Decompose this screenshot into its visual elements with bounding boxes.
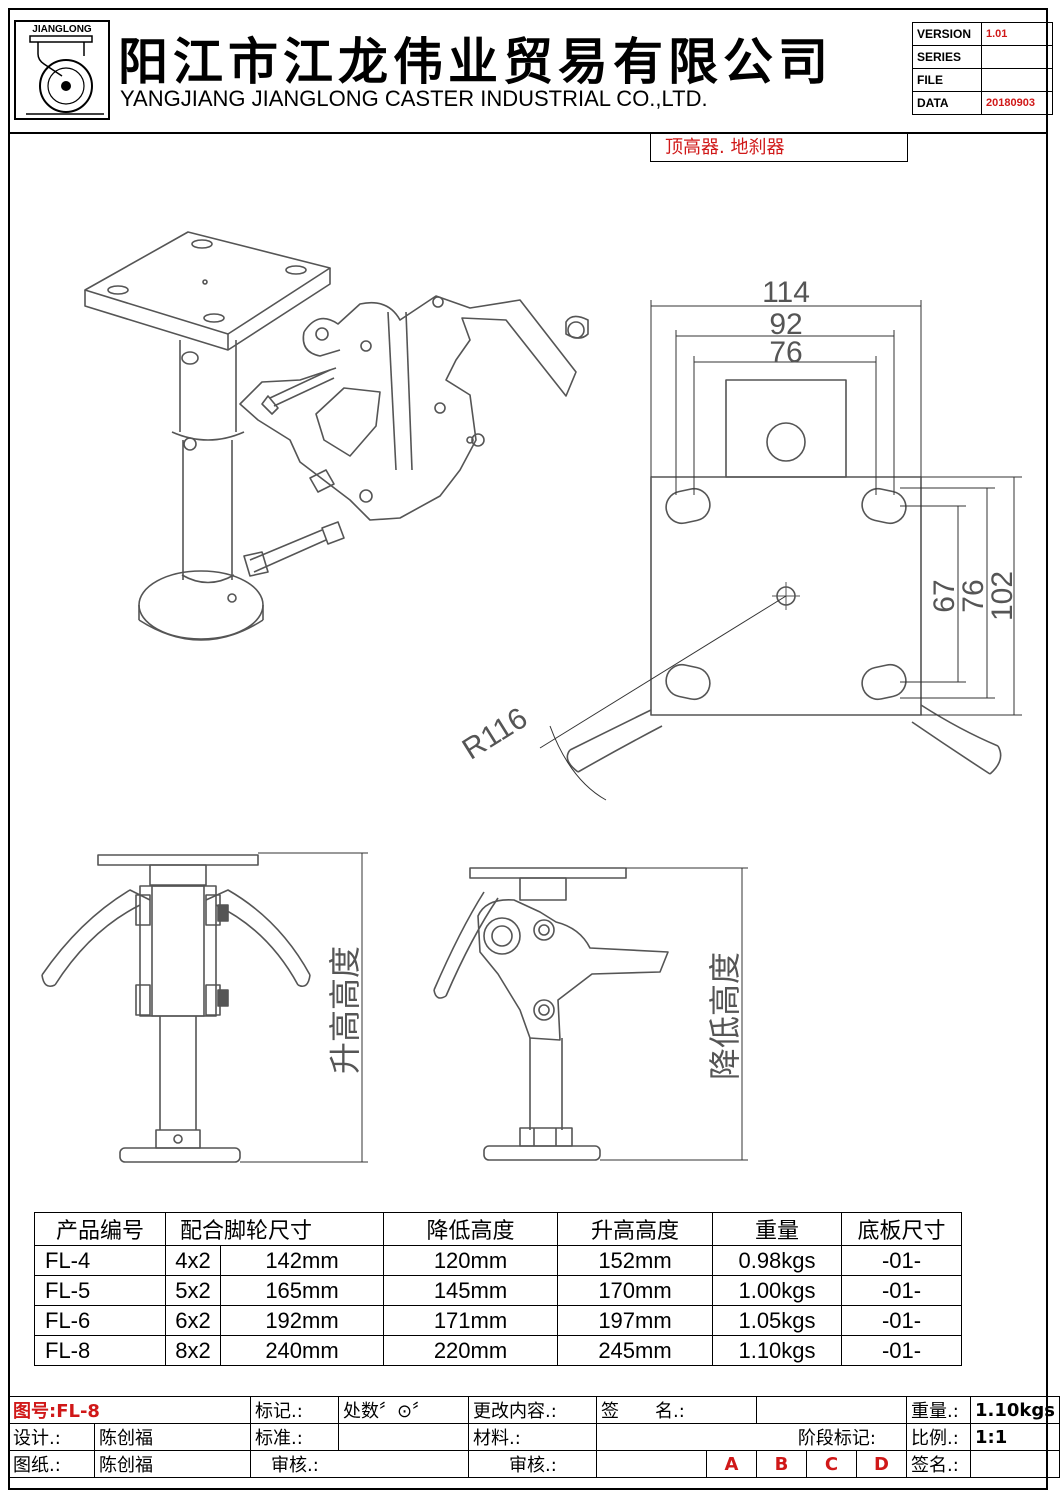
data-key: DATA	[912, 91, 982, 115]
dim-76: 76	[769, 336, 802, 369]
technical-drawing: 114 92 76 67 76 102 R116 升高高度 降低高度	[41, 231, 1022, 1163]
dim-102: 102	[986, 571, 1019, 621]
designer-name: 陈创福	[94, 1423, 251, 1451]
side-elevation	[433, 867, 748, 1161]
count-label: 处数〞⊙〞	[338, 1396, 469, 1424]
stage-d: D	[856, 1450, 907, 1478]
cell-weight: 0.98kgs	[712, 1245, 842, 1276]
drawing-number: 图号:FL-8	[8, 1396, 251, 1424]
cell-wheel: 240mm	[220, 1335, 384, 1366]
cell-lower: 120mm	[383, 1245, 558, 1276]
top-view	[539, 300, 1022, 801]
cell-size: 8x2	[165, 1335, 221, 1366]
sign-value	[756, 1396, 907, 1424]
cell-model: FL-8	[34, 1335, 166, 1366]
front-elevation	[41, 852, 368, 1163]
stage-b: B	[756, 1450, 807, 1478]
material-label: 材料.:	[468, 1423, 597, 1451]
title-block-row-3: 图纸.: 陈创福 审核.: 审核.: A B C D 签名.:	[8, 1450, 1060, 1478]
cell-lower: 171mm	[383, 1305, 558, 1336]
cell-wheel: 192mm	[220, 1305, 384, 1336]
cell-wheel: 142mm	[220, 1245, 384, 1276]
dim-76-vertical: 76	[957, 579, 990, 612]
cell-raise: 152mm	[557, 1245, 713, 1276]
sign-label: 签 名.:	[596, 1396, 757, 1424]
table-row: FL-5 5x2 165mm 145mm 170mm 1.00kgs -01-	[34, 1275, 962, 1306]
cell-size: 5x2	[165, 1275, 221, 1306]
isometric-stem-assembly	[84, 231, 331, 641]
review-value	[596, 1450, 707, 1478]
header-wheel-size: 配合脚轮尺寸	[165, 1212, 384, 1246]
stage-a: A	[706, 1450, 757, 1478]
cell-lower: 220mm	[383, 1335, 558, 1366]
header-divider	[8, 132, 1048, 134]
lower-height-label: 降低高度	[706, 952, 744, 1080]
table-row: FL-4 4x2 142mm 120mm 152mm 0.98kgs -01-	[34, 1245, 962, 1276]
header-weight: 重量	[712, 1212, 842, 1246]
drawing-frame	[8, 8, 1048, 1490]
isometric-lever-parts	[239, 295, 589, 577]
stage-label: 阶段标记:	[596, 1423, 907, 1451]
weight-value: 1.10kgs	[970, 1396, 1060, 1424]
cell-weight: 1.10kgs	[712, 1335, 842, 1366]
header-lower: 降低高度	[383, 1212, 558, 1246]
cell-plate: -01-	[841, 1275, 962, 1306]
spec-header-row: 产品编号 配合脚轮尺寸 降低高度 升高高度 重量 底板尺寸	[34, 1212, 962, 1246]
drafter-name: 陈创福	[94, 1450, 251, 1478]
dim-radius: R116	[457, 702, 533, 767]
data-value: 20180903	[981, 91, 1053, 115]
design-label: 设计.:	[8, 1423, 95, 1451]
cell-plate: -01-	[841, 1245, 962, 1276]
version-key: VERSION	[912, 22, 982, 46]
logo-text: JIANGLONG	[32, 24, 92, 35]
cell-weight: 1.00kgs	[712, 1275, 842, 1306]
stage-c: C	[806, 1450, 857, 1478]
weight-label: 重量.:	[906, 1396, 971, 1424]
cell-wheel: 165mm	[220, 1275, 384, 1306]
company-name-en: YANGJIANG JIANGLONG CASTER INDUSTRIAL CO…	[120, 86, 708, 111]
mark-label: 标记.:	[250, 1396, 339, 1424]
table-row: FL-8 8x2 240mm 220mm 245mm 1.10kgs -01-	[34, 1335, 962, 1366]
header-model: 产品编号	[34, 1212, 166, 1246]
company-name-cn: 阳江市江龙伟业贸易有限公司	[118, 32, 833, 91]
change-label: 更改内容.:	[468, 1396, 597, 1424]
cell-size: 6x2	[165, 1305, 221, 1336]
company-logo: JIANGLONG	[14, 20, 110, 120]
cell-plate: -01-	[841, 1305, 962, 1336]
cell-model: FL-6	[34, 1305, 166, 1336]
spec-table: 产品编号 配合脚轮尺寸 降低高度 升高高度 重量 底板尺寸 FL-4 4x2 1…	[34, 1212, 962, 1366]
scale-label: 比例.:	[906, 1423, 971, 1451]
table-row: FL-6 6x2 192mm 171mm 197mm 1.05kgs -01-	[34, 1305, 962, 1336]
drawing-label: 图纸.:	[8, 1450, 95, 1478]
standard-value	[338, 1423, 469, 1451]
cell-size: 4x2	[165, 1245, 221, 1276]
title-block-row-2: 设计.: 陈创福 标准.: 材料.: 阶段标记: 比例.: 1:1	[8, 1423, 1060, 1451]
cell-raise: 197mm	[557, 1305, 713, 1336]
sign2-label: 签名.:	[906, 1450, 971, 1478]
standard-label: 标准.:	[250, 1423, 339, 1451]
caster-logo-icon	[26, 35, 104, 115]
raise-height-label: 升高高度	[326, 946, 364, 1074]
cell-lower: 145mm	[383, 1275, 558, 1306]
dim-92: 92	[769, 308, 802, 341]
cell-plate: -01-	[841, 1335, 962, 1366]
review-label-1: 审核.:	[250, 1450, 469, 1478]
header-plate: 底板尺寸	[841, 1212, 962, 1246]
cell-model: FL-5	[34, 1275, 166, 1306]
cell-model: FL-4	[34, 1245, 166, 1276]
cell-raise: 245mm	[557, 1335, 713, 1366]
cell-raise: 170mm	[557, 1275, 713, 1306]
dim-67: 67	[928, 579, 961, 612]
cell-weight: 1.05kgs	[712, 1305, 842, 1336]
drawing-subtitle: 顶高器. 地刹器	[650, 134, 908, 162]
title-block-row-1: 图号:FL-8 标记.: 处数〞⊙〞 更改内容.: 签 名.: 重量.: 1.1…	[8, 1396, 1060, 1424]
review-label-2: 审核.:	[468, 1450, 597, 1478]
dim-114: 114	[762, 276, 810, 309]
title-block: 图号:FL-8 标记.: 处数〞⊙〞 更改内容.: 签 名.: 重量.: 1.1…	[8, 1396, 1060, 1478]
header-raise: 升高高度	[557, 1212, 713, 1246]
scale-value: 1:1	[970, 1423, 1060, 1451]
sign2-value	[970, 1450, 1060, 1478]
